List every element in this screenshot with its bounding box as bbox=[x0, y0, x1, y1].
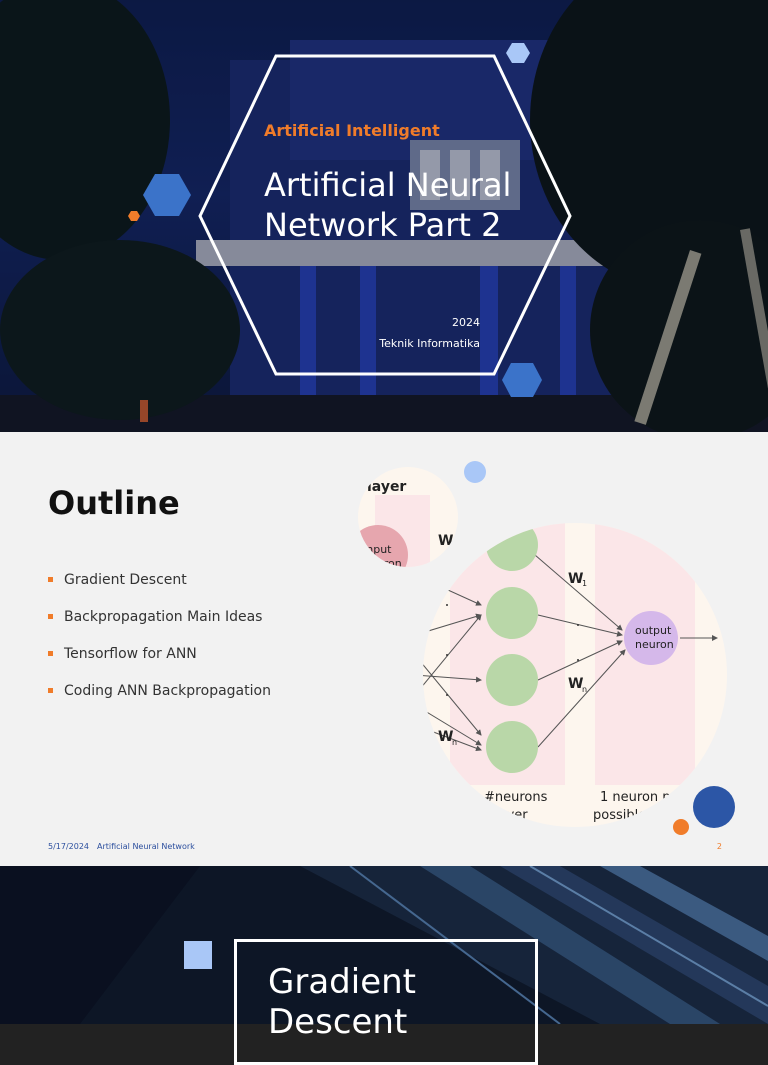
title-hexagon-frame bbox=[198, 54, 572, 376]
course-name: Artificial Intelligent bbox=[264, 121, 440, 140]
section-slide-gradient-descent[interactable] bbox=[0, 866, 768, 1024]
year-label: 2024 bbox=[452, 316, 480, 329]
hexagon-orange-small bbox=[128, 211, 140, 221]
decorative-shapes bbox=[128, 43, 572, 397]
section-title: Gradient Descent bbox=[268, 962, 416, 1042]
decorative-square bbox=[184, 941, 212, 969]
architecture-background-photo bbox=[0, 866, 768, 1024]
presentation-title: Artificial Neural Network Part 2 bbox=[264, 166, 512, 244]
campus-background-photo bbox=[0, 0, 768, 432]
title-slide[interactable]: Artificial Intelligent Artificial Neural… bbox=[0, 0, 768, 432]
hexagon-blue-left bbox=[143, 174, 191, 216]
organization-label: Teknik Informatika bbox=[379, 337, 480, 350]
outline-slide[interactable] bbox=[0, 432, 768, 866]
hexagon-blue-bottom bbox=[502, 363, 542, 397]
hexagon-blue-top bbox=[506, 43, 530, 63]
